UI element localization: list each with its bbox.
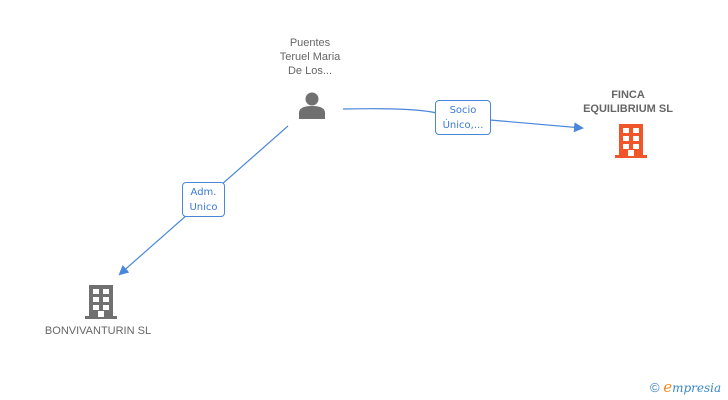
building-icon[interactable] bbox=[85, 285, 117, 319]
person-label-line-2: Teruel Maria bbox=[279, 51, 341, 63]
bonvivanturin-node-label[interactable]: BONVIVANTURIN SL bbox=[38, 324, 158, 338]
person-icon[interactable] bbox=[297, 91, 327, 119]
person-label-line-3: De Los... bbox=[287, 65, 333, 77]
edge-label-line-1: Socio bbox=[449, 105, 477, 116]
finca-label-line-2: EQUILIBRIUM SL bbox=[583, 103, 673, 115]
copyright-icon: © bbox=[650, 380, 660, 395]
edge-label-line-2: Único,... bbox=[442, 120, 484, 131]
building-icon[interactable] bbox=[615, 124, 647, 158]
edge-label-line-2: Unico bbox=[189, 202, 218, 213]
edge-label-line-1: Adm. bbox=[190, 187, 217, 198]
footer-brand: © empresia bbox=[650, 378, 721, 396]
person-label-line-1: Puentes bbox=[289, 37, 331, 49]
finca-label-line-1: FINCA bbox=[611, 89, 645, 101]
edge-label-socio-unico[interactable]: Socio Único,... bbox=[435, 100, 491, 135]
brand-logo-e: e bbox=[663, 378, 673, 396]
brand-name: mpresia bbox=[672, 381, 722, 395]
person-node-label[interactable]: Puentes Teruel Maria De Los... bbox=[262, 36, 358, 78]
finca-node-label[interactable]: FINCA EQUILIBRIUM SL bbox=[568, 88, 688, 116]
bonvivanturin-label-line-1: BONVIVANTURIN SL bbox=[44, 325, 152, 337]
edge-label-adm-unico[interactable]: Adm. Unico bbox=[182, 182, 225, 217]
